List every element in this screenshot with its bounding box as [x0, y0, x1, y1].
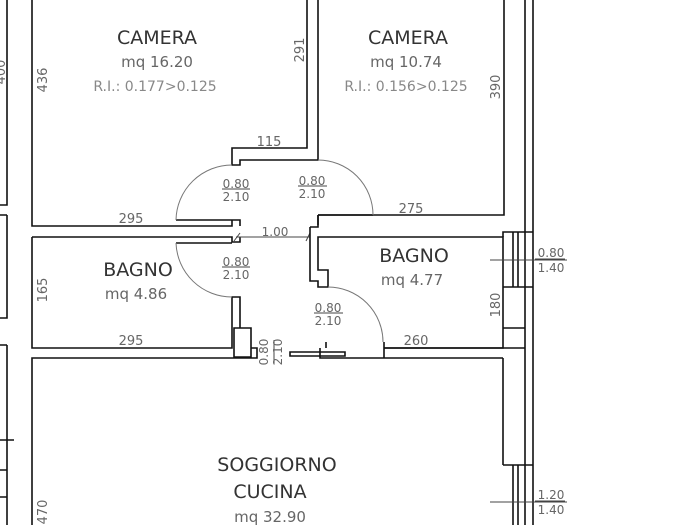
room-name-camera-1: CAMERA [117, 27, 197, 49]
wall-camera-1 [31, 0, 319, 243]
room-area-soggiorno: mq 32.90 [234, 508, 306, 525]
dim-c1-width: 295 [119, 212, 144, 227]
room-area-bagno-1: mq 4.86 [105, 285, 167, 303]
door-swing-camera-1 [175, 164, 233, 221]
room-name-bagno-2: BAGNO [379, 245, 449, 267]
dim-b2-width: 260 [404, 334, 429, 349]
door-b2-width: 0.80 [315, 301, 342, 315]
dim-b2-height: 180 [489, 293, 504, 318]
dim-hall-width: 1.00 [262, 225, 289, 239]
door-b1-width: 0.80 [223, 255, 250, 269]
door-sog-height: 2.10 [271, 339, 285, 366]
dim-left-partial: 400 [0, 60, 9, 85]
room-ri-camera-2: R.I.: 0.156>0.125 [344, 79, 467, 95]
wall-bagno-1 [31, 237, 503, 525]
door-sog-width: 0.80 [257, 339, 271, 366]
dim-c2-height: 390 [489, 75, 504, 100]
dim-c1-notch: 115 [257, 135, 282, 150]
window-sog-height: 1.40 [538, 503, 565, 517]
dim-sog-height: 470 [36, 500, 51, 525]
window-sog-width: 1.20 [538, 488, 565, 502]
room-name-cucina: CUCINA [233, 481, 306, 503]
door-b1-height: 2.10 [223, 268, 250, 282]
dim-c1-step: 291 [293, 38, 308, 63]
door-c1-width: 0.80 [223, 177, 250, 191]
room-area-camera-2: mq 10.74 [370, 53, 442, 71]
dim-b1-height: 165 [36, 278, 51, 303]
room-ri-camera-1: R.I.: 0.177>0.125 [93, 79, 216, 95]
room-name-camera-2: CAMERA [368, 27, 448, 49]
room-name-bagno-1: BAGNO [103, 259, 173, 281]
dim-c2-width: 275 [399, 202, 424, 217]
room-area-camera-1: mq 16.20 [121, 53, 193, 71]
wall-bagno-2 [309, 215, 567, 525]
left-exterior-wall [0, 0, 14, 525]
window-b2-width: 0.80 [538, 246, 565, 260]
room-name-soggiorno: SOGGIORNO [217, 454, 336, 476]
door-swing-bagno-2 [327, 286, 384, 343]
window-b2-height: 1.40 [538, 261, 565, 275]
room-area-bagno-2: mq 4.77 [381, 271, 443, 289]
door-c2-height: 2.10 [299, 187, 326, 201]
door-swing-camera-2 [317, 159, 374, 216]
door-c1-height: 2.10 [223, 190, 250, 204]
door-c2-width: 0.80 [299, 174, 326, 188]
dim-c1-height: 436 [36, 68, 51, 93]
door-swing-bagno-1 [175, 242, 233, 298]
door-b2-height: 2.10 [315, 314, 342, 328]
dim-b1-width: 295 [119, 334, 144, 349]
